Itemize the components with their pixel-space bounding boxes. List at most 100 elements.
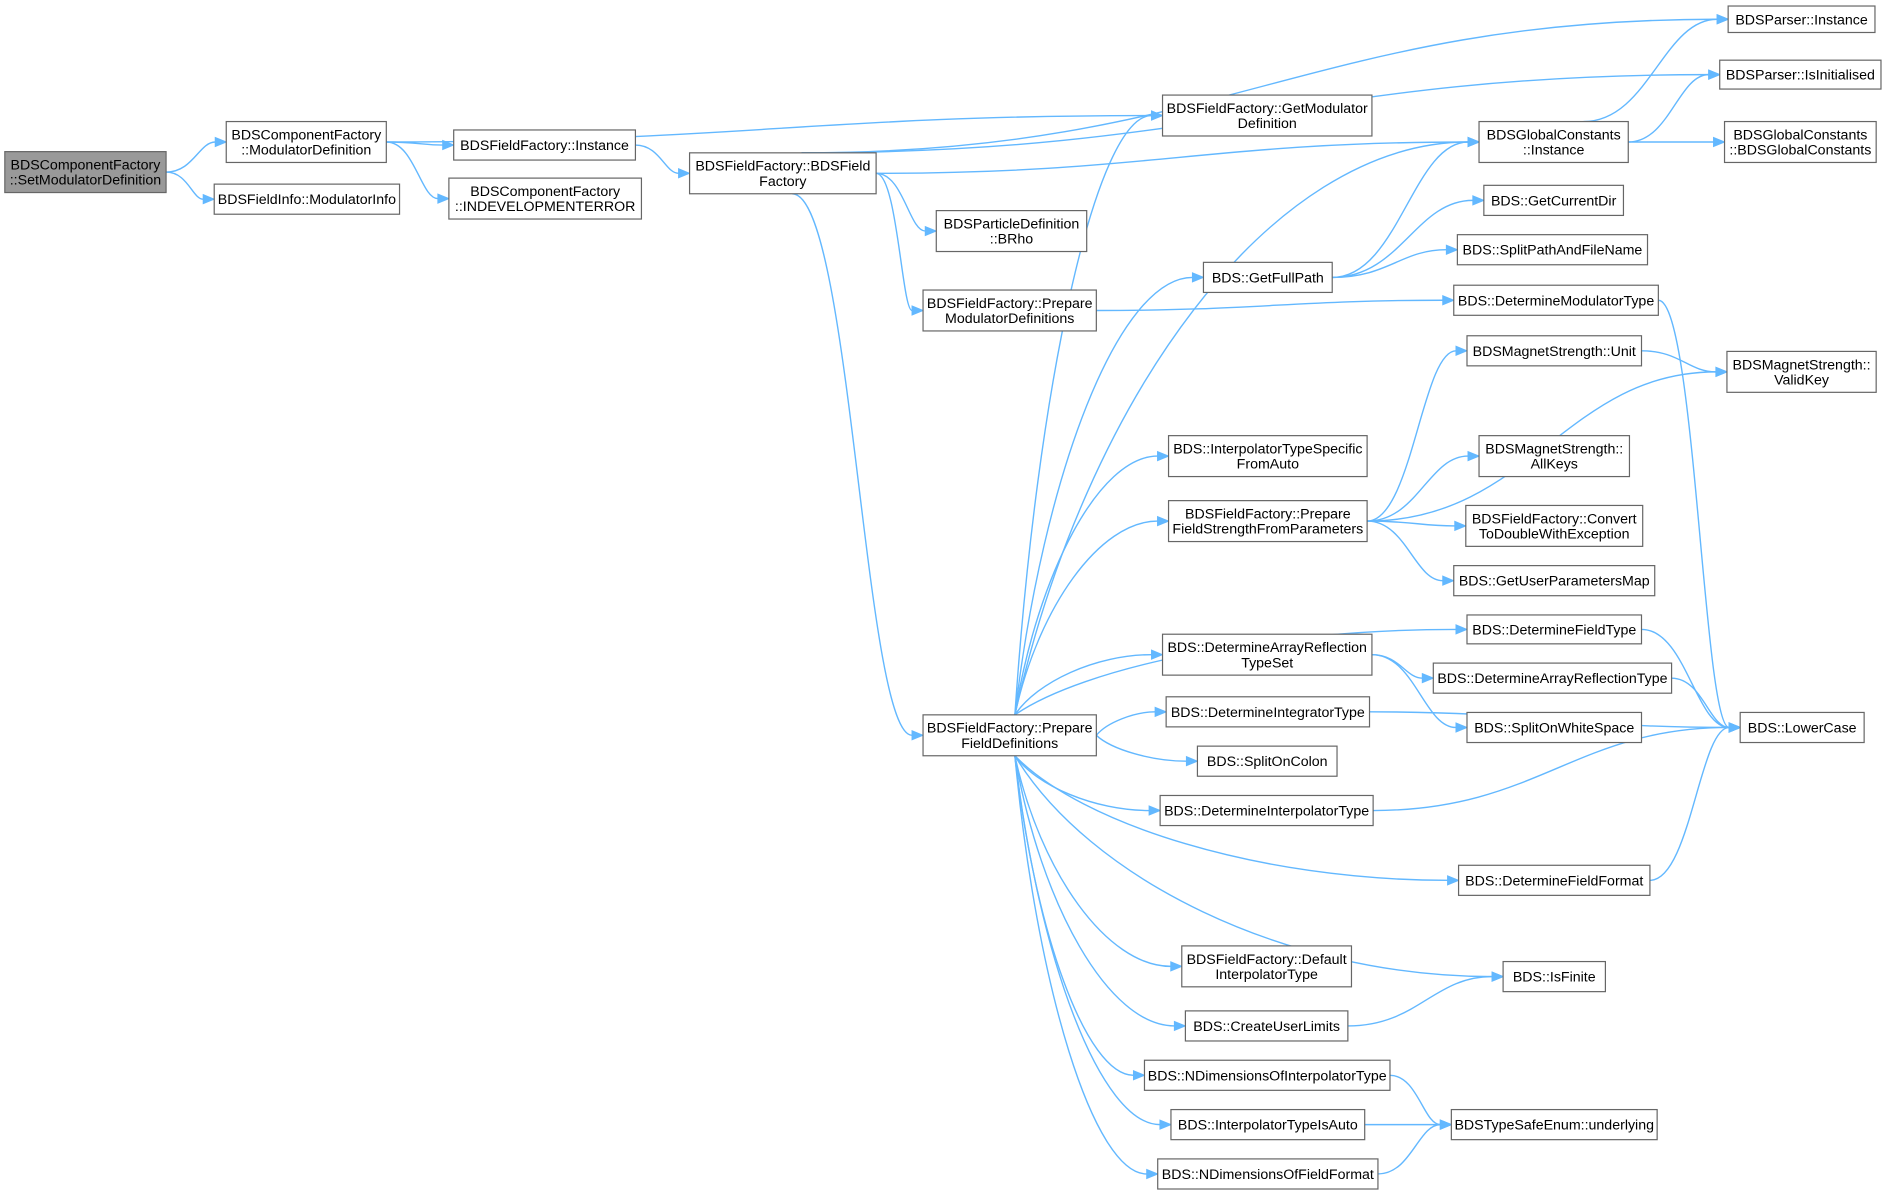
- arrow-head: [1454, 520, 1468, 532]
- edge-n5-n8: [875, 172, 925, 316]
- edge-n9-n31: [1095, 734, 1199, 767]
- node-label: BDS::InterpolatorTypeIsAuto: [1178, 1118, 1358, 1134]
- edge-n22-n21: [1367, 450, 1481, 522]
- edge-n9-n12: [1014, 136, 1481, 715]
- node-box: [1170, 1108, 1366, 1141]
- node-label: BDS::SplitOnColon: [1207, 754, 1328, 770]
- node-label: AllKeys: [1531, 457, 1578, 473]
- edge-n9-n26: [1014, 649, 1164, 716]
- node-label: BDS::SplitPathAndFileName: [1463, 243, 1643, 259]
- arrow-head: [1185, 755, 1199, 767]
- edge-n9-n6: [1014, 110, 1164, 715]
- node-label: FieldDefinitions: [961, 736, 1058, 752]
- node-bds-determinefieldtype[interactable]: BDS::DetermineFieldType: [1466, 614, 1643, 645]
- edge-line: [1014, 141, 1469, 715]
- node-bds-createuserlimits[interactable]: BDS::CreateUserLimits: [1184, 1010, 1349, 1042]
- node-label: ::ModulatorDefinition: [241, 143, 371, 159]
- node-bdscomponentfactory-indevelopmenterror[interactable]: BDSComponentFactory::INDEVELOPMENTERROR: [448, 177, 643, 220]
- node-box: [1167, 435, 1368, 478]
- node-label: Definition: [1238, 116, 1297, 132]
- node-bdsfieldfactory-converttodoublewithexception[interactable]: BDSFieldFactory::ConvertToDoubleWithExce…: [1465, 504, 1644, 547]
- node-bdscomponentfactory-modulatordefinition[interactable]: BDSComponentFactory::ModulatorDefinition: [225, 120, 387, 164]
- edge-n3-n5: [635, 144, 691, 179]
- node-bds-isfinite[interactable]: BDS::IsFinite: [1502, 960, 1606, 993]
- node-bdstypesafeenum-underlying[interactable]: BDSTypeSafeEnum::underlying: [1450, 1108, 1658, 1141]
- node-box: [453, 129, 637, 161]
- arrow-head: [678, 168, 691, 179]
- node-bdsmagnetstrength-allkeys[interactable]: BDSMagnetStrength::AllKeys: [1478, 435, 1631, 478]
- arrow-head: [1146, 1168, 1160, 1180]
- node-bds-ndimensionsoffieldformat[interactable]: BDS::NDimensionsOfFieldFormat: [1157, 1158, 1379, 1190]
- edge-line: [166, 141, 216, 173]
- node-bdsparser-instance[interactable]: BDSParser::Instance: [1727, 5, 1876, 34]
- arrow-head: [1173, 1020, 1187, 1032]
- edge-line: [1373, 726, 1730, 812]
- node-box: [688, 152, 877, 195]
- node-bds-splitonwhitespace[interactable]: BDS::SplitOnWhiteSpace: [1466, 711, 1643, 744]
- node-bds-determinearrayreflectiontype[interactable]: BDS::DetermineArrayReflectionType: [1432, 662, 1673, 694]
- node-bdsfieldfactory-instance[interactable]: BDSFieldFactory::Instance: [453, 129, 637, 161]
- node-bdsglobalconstants-bdsglobalconstants[interactable]: BDSGlobalConstants::BDSGlobalConstants: [1723, 120, 1877, 164]
- edge-line: [875, 172, 913, 312]
- node-label: BDS::DetermineFieldFormat: [1465, 873, 1643, 889]
- edge-n12-n11: [1628, 69, 1722, 143]
- node-bdsparticledefinition-brho[interactable]: BDSParticleDefinition::BRho: [935, 210, 1088, 253]
- node-label: BDSGlobalConstants: [1733, 127, 1867, 143]
- node-bds-splitpathandfilename[interactable]: BDS::SplitPathAndFileName: [1456, 234, 1649, 266]
- node-bds-determineinterpolatortype[interactable]: BDS::DetermineInterpolatorType: [1159, 794, 1374, 827]
- node-bds-interpolatortypeisauto[interactable]: BDS::InterpolatorTypeIsAuto: [1170, 1108, 1366, 1141]
- node-label: BDS::IsFinite: [1513, 970, 1596, 986]
- node-label: BDSParser::IsInitialised: [1726, 68, 1875, 84]
- node-label: BDSParser::Instance: [1735, 12, 1868, 28]
- edge-line: [1014, 755, 1134, 1076]
- node-label: InterpolatorType: [1215, 967, 1318, 983]
- node-bds-getfullpath[interactable]: BDS::GetFullPath: [1202, 261, 1333, 294]
- edge-line: [1014, 755, 1493, 978]
- node-bdsfieldfactory-preparefieldstrengthfromparameters[interactable]: BDSFieldFactory::PrepareFieldStrengthFro…: [1167, 500, 1368, 543]
- arrow-head: [1421, 672, 1435, 684]
- node-label: BDSFieldFactory::Instance: [460, 138, 629, 154]
- node-bdsfieldfactory-preparemodulatordefinitions[interactable]: BDSFieldFactory::PrepareModulatorDefinit…: [922, 289, 1097, 332]
- node-bds-determinemodulatortype[interactable]: BDS::DetermineModulatorType: [1453, 284, 1659, 316]
- node-label: BDS::SplitOnWhiteSpace: [1474, 720, 1634, 736]
- node-box: [1157, 1158, 1379, 1190]
- edge-n9-n15: [1014, 272, 1205, 715]
- node-label: BDSTypeSafeEnum::underlying: [1454, 1118, 1654, 1134]
- edge-line: [801, 18, 1718, 154]
- arrow-head: [1467, 450, 1481, 462]
- node-label: BDSMagnetStrength::Unit: [1473, 344, 1636, 360]
- node-bds-determineintegratortype[interactable]: BDS::DetermineIntegratorType: [1165, 696, 1371, 728]
- node-bdsmagnetstrength-unit[interactable]: BDSMagnetStrength::Unit: [1466, 335, 1643, 367]
- node-bds-determinefieldformat[interactable]: BDS::DetermineFieldFormat: [1457, 864, 1651, 896]
- node-bdsmagnetstrength-validkey[interactable]: BDSMagnetStrength::ValidKey: [1726, 350, 1877, 393]
- arrow-head: [1455, 624, 1469, 635]
- node-label: BDSFieldFactory::Default: [1187, 952, 1347, 968]
- edge-n40-n39: [1377, 1119, 1453, 1175]
- node-label: ModulatorDefinitions: [945, 311, 1074, 327]
- node-bds-splitoncolon[interactable]: BDS::SplitOnColon: [1196, 745, 1338, 777]
- node-bds-ndimensionsofinterpolatortype[interactable]: BDS::NDimensionsOfInterpolatorType: [1143, 1059, 1391, 1091]
- edge-n9-n32: [1014, 755, 1162, 816]
- node-bdsfieldfactory-bdsfieldfactory[interactable]: BDSFieldFactory::BDSFieldFactory: [688, 152, 877, 195]
- node-bds-lowercase[interactable]: BDS::LowerCase: [1739, 711, 1865, 744]
- node-bds-getcurrentdir[interactable]: BDS::GetCurrentDir: [1483, 184, 1625, 217]
- node-box: [1161, 633, 1373, 676]
- edge-n22-n23: [1367, 520, 1468, 532]
- node-bdscomponentfactory-setmodulatordefinition[interactable]: BDSComponentFactory::SetModulatorDefinit…: [4, 151, 167, 194]
- arrow-head: [1715, 366, 1729, 378]
- edge-line: [1649, 726, 1730, 882]
- node-bdsparser-isinitialised[interactable]: BDSParser::IsInitialised: [1719, 59, 1882, 90]
- edge-n26-n27: [1371, 653, 1435, 684]
- arrow-head: [1472, 195, 1486, 206]
- node-bdsfieldinfo-modulatorinfo[interactable]: BDSFieldInfo::ModulatorInfo: [213, 183, 401, 215]
- node-bds-getuserparametersmap[interactable]: BDS::GetUserParametersMap: [1453, 565, 1656, 597]
- node-box: [922, 714, 1097, 757]
- edge-n9-n20: [1014, 450, 1170, 715]
- edge-line: [1583, 18, 1718, 123]
- node-bdsglobalconstants-instance[interactable]: BDSGlobalConstants::Instance: [1478, 120, 1629, 164]
